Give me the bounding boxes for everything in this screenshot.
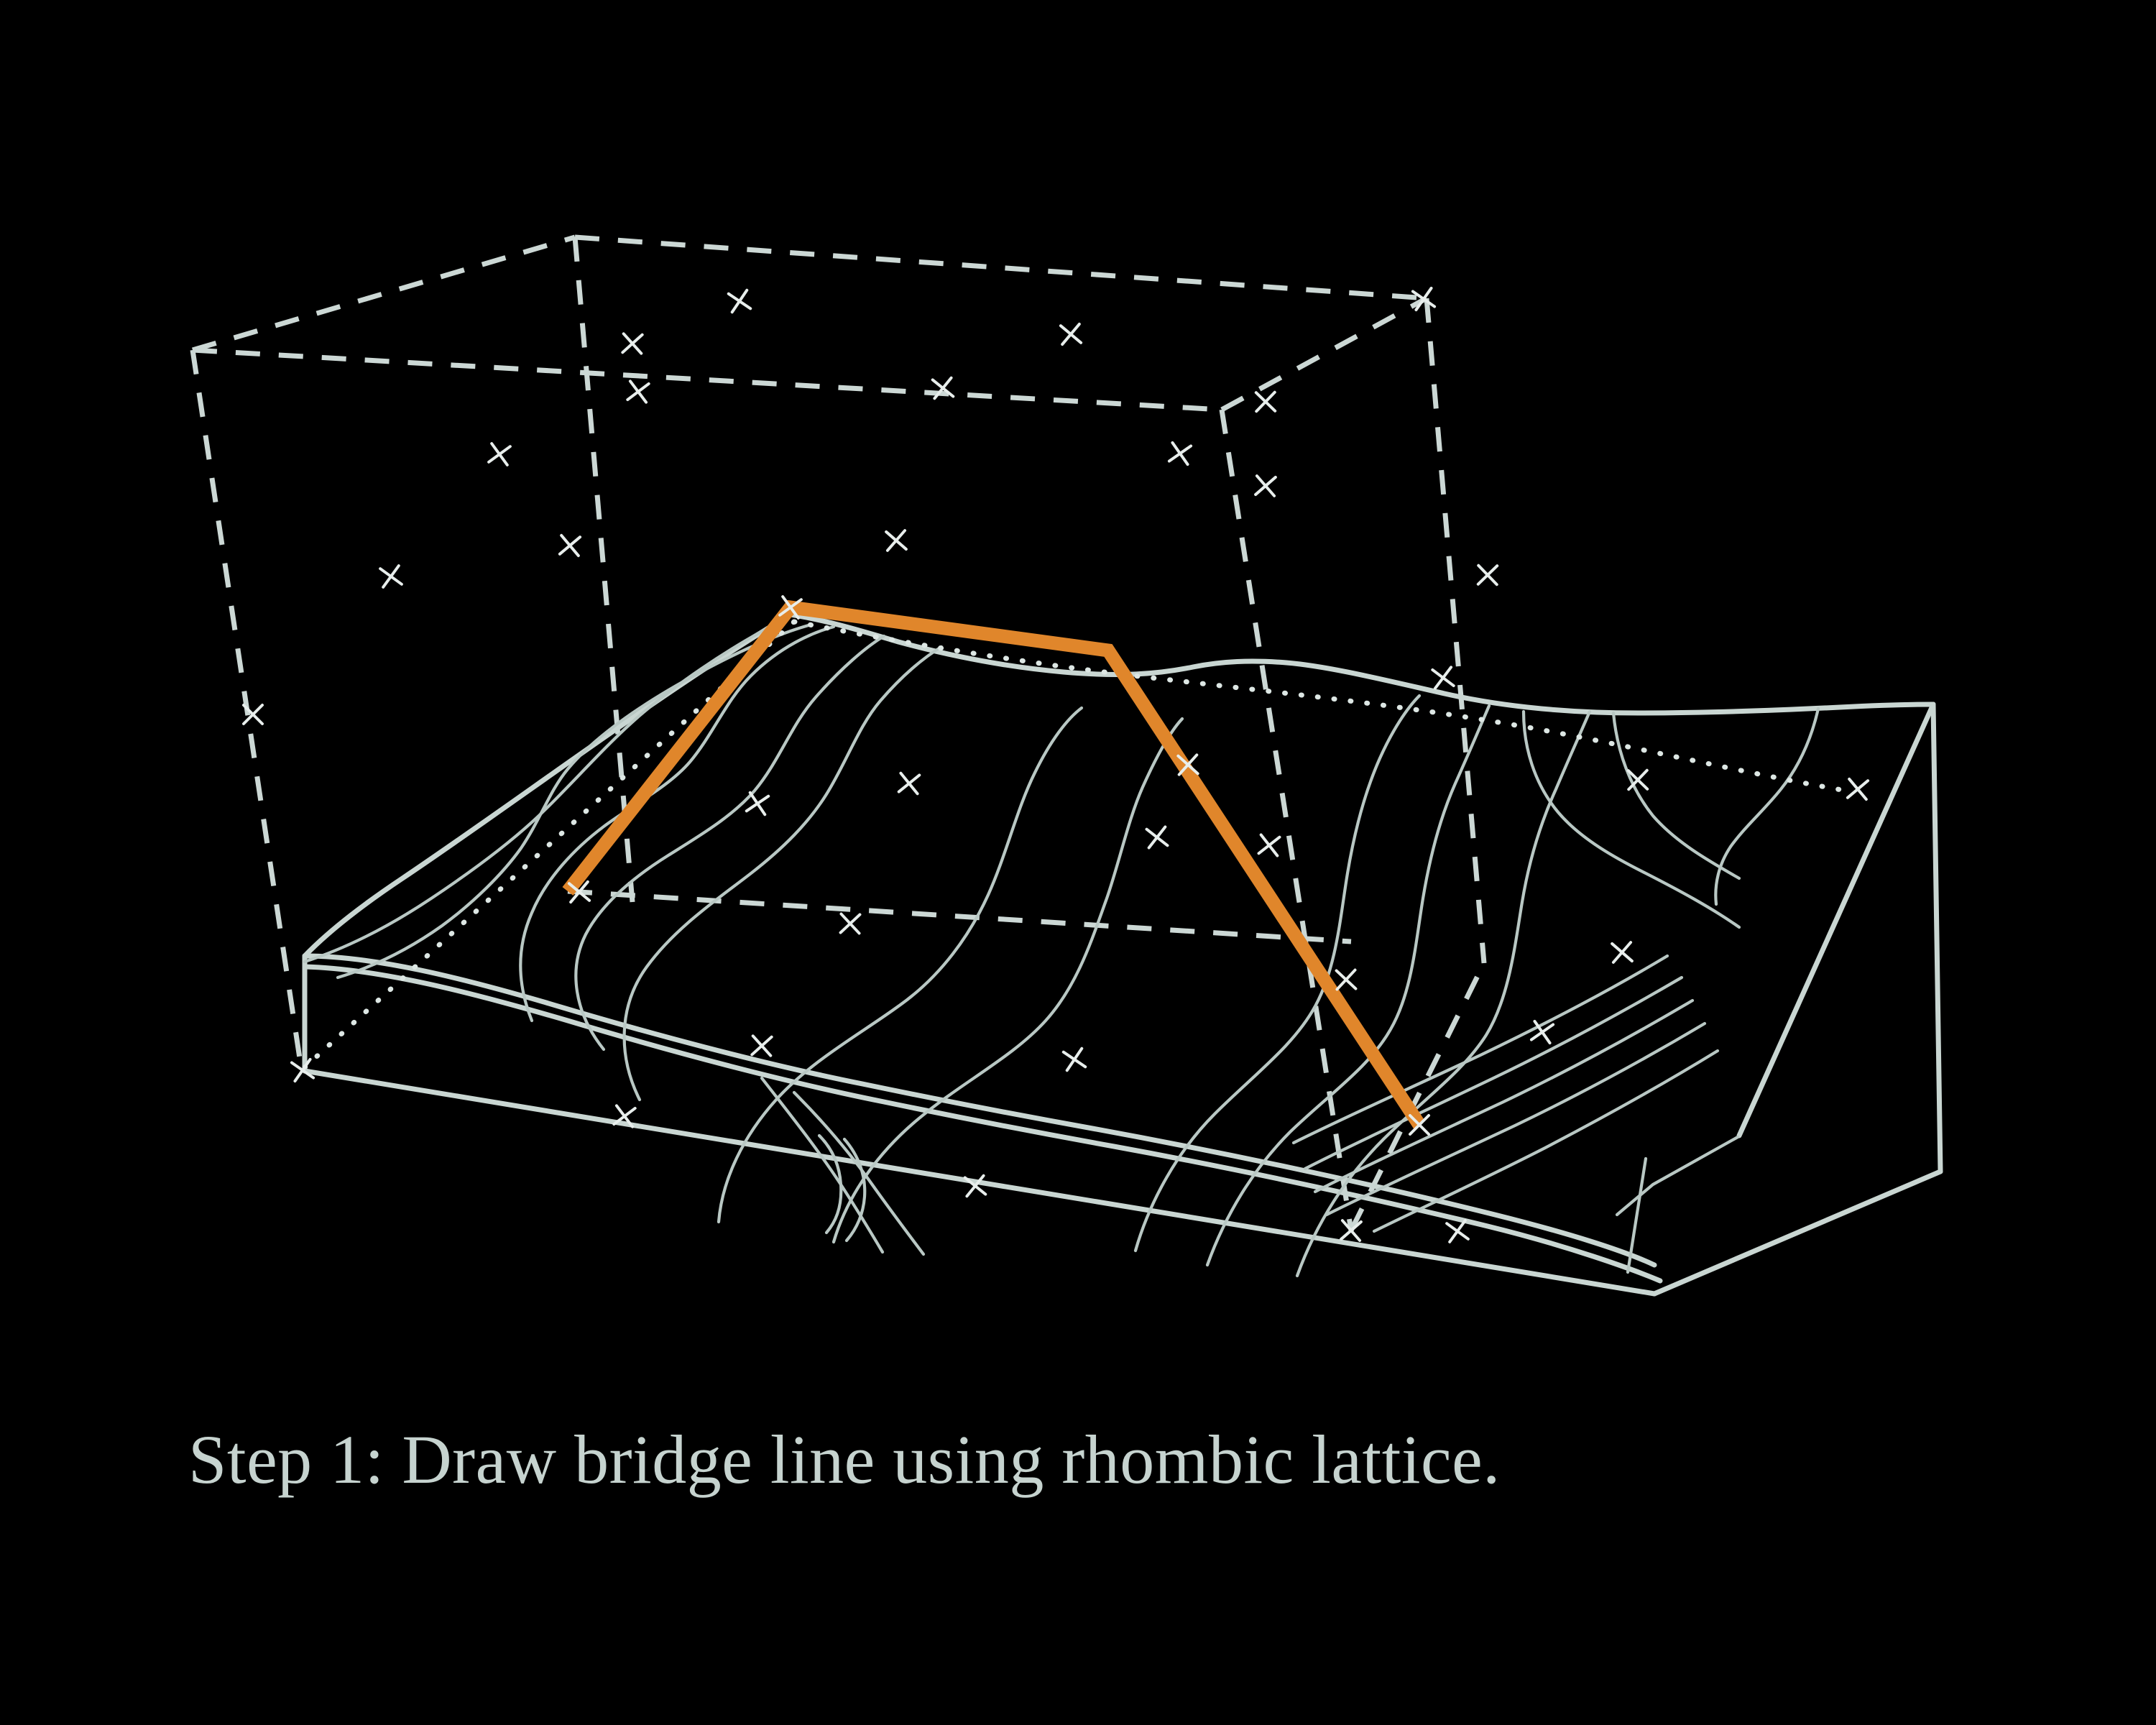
contour-line: [842, 1137, 867, 1243]
lattice-node-group: [242, 286, 1870, 1243]
lattice-node-x-icon: [1529, 1019, 1555, 1045]
lattice-node-x-icon: [1176, 753, 1199, 776]
terrain-block-outline: [302, 612, 1943, 1297]
contour-line: [1615, 1135, 1740, 1217]
lattice-node-x-icon: [1257, 833, 1281, 857]
rhombic-lattice-box: [190, 234, 1487, 1232]
contour-line: [1611, 711, 1741, 880]
lattice-node-x-icon: [897, 771, 921, 796]
lattice-top-back-left-edge: [192, 234, 576, 353]
lattice-node-x-icon: [567, 880, 591, 904]
lattice-node-x-icon: [1145, 825, 1169, 850]
contour-line: [336, 623, 811, 980]
block-right-side-edge: [1930, 702, 1943, 1174]
lattice-node-x-icon: [487, 442, 512, 466]
contour-line: [1714, 707, 1820, 906]
block-left-topface-edge-lower: [302, 964, 1663, 1284]
terrain-contour-lines: [303, 623, 1820, 1278]
lattice-node-x-icon: [1626, 768, 1649, 791]
block-right-front-edge: [1736, 702, 1936, 1138]
lattice-node-x-icon: [242, 704, 264, 725]
contour-line: [831, 717, 1184, 1244]
lattice-node-x-icon: [839, 912, 862, 935]
lattice-node-x-icon: [1431, 666, 1455, 690]
contour-line: [792, 1090, 926, 1256]
lattice-node-x-icon: [1846, 777, 1870, 801]
contour-line: [1205, 704, 1491, 1267]
lattice-node-x-icon: [931, 376, 955, 400]
contour-line: [1325, 1021, 1707, 1217]
contour-line: [622, 645, 944, 1102]
lattice-node-x-icon: [626, 380, 650, 404]
contour-line: [1313, 998, 1695, 1194]
lattice-node-x-icon: [1254, 390, 1277, 413]
lattice-node-x-icon: [1167, 441, 1193, 466]
lattice-node-x-icon: [1059, 322, 1083, 346]
lattice-node-x-icon: [750, 1034, 773, 1057]
contour-line: [717, 706, 1084, 1224]
lattice-top-front-left-edge: [192, 347, 1222, 413]
lattice-interior-horizontal-edge: [567, 888, 1352, 944]
lattice-node-x-icon: [379, 564, 403, 589]
lattice-node-x-icon: [1611, 941, 1634, 964]
lattice-node-x-icon: [1061, 1046, 1087, 1072]
dotted-guide-line-left: [302, 619, 797, 1070]
lattice-node-x-icon: [1340, 1219, 1363, 1242]
lattice-top-back-right-edge: [574, 234, 1427, 301]
dotted-diagonal-guides: [302, 619, 1857, 1070]
lattice-node-x-icon: [558, 533, 582, 558]
bridge-line-path: [562, 599, 1425, 1129]
caption-text: Step 1: Draw bridge line using rhombic l…: [188, 1421, 1501, 1498]
lattice-node-x-icon: [290, 1057, 315, 1083]
lattice-node-x-icon: [1445, 1219, 1470, 1243]
lattice-node-x-icon: [621, 332, 644, 355]
bridge-line: [562, 599, 1425, 1129]
block-right-bottom-edge: [1651, 1169, 1943, 1297]
contour-line: [760, 1076, 885, 1254]
contour-line: [1372, 1049, 1720, 1233]
contour-line: [574, 634, 886, 1052]
lattice-node-x-icon: [963, 1174, 987, 1198]
lattice-node-x-icon: [745, 791, 770, 816]
lattice-node-x-icon: [1335, 968, 1358, 991]
lattice-node-x-icon: [1411, 286, 1437, 312]
contour-line: [1521, 709, 1741, 929]
lattice-top-front-right-edge: [1220, 295, 1428, 413]
contour-line: [1295, 709, 1592, 1278]
lattice-node-x-icon: [1254, 474, 1277, 497]
contour-line: [817, 1133, 843, 1235]
contour-line: [1303, 975, 1684, 1171]
lattice-vertical-mid-edge: [572, 236, 635, 903]
lattice-node-x-icon: [885, 529, 908, 552]
contour-line: [1133, 694, 1422, 1253]
block-top-back-ridge: [788, 612, 1936, 716]
lattice-vertical-right-edge: [1424, 298, 1487, 964]
lattice-node-x-icon: [1409, 1114, 1430, 1136]
lattice-node-x-icon: [727, 288, 752, 314]
block-top-left-edge: [302, 612, 793, 959]
contour-line: [1291, 954, 1669, 1145]
contour-line: [1626, 1156, 1648, 1274]
dotted-guide-line-right: [791, 619, 1857, 795]
lattice-node-x-icon: [778, 595, 803, 620]
lattice-bottom-right-edge: [1348, 962, 1487, 1232]
lattice-vertical-front-edge: [1219, 409, 1354, 1231]
lattice-node-x-icon: [1476, 564, 1499, 586]
lattice-node-x-icon: [612, 1104, 637, 1128]
lattice-vertical-left-edge: [190, 349, 305, 1073]
